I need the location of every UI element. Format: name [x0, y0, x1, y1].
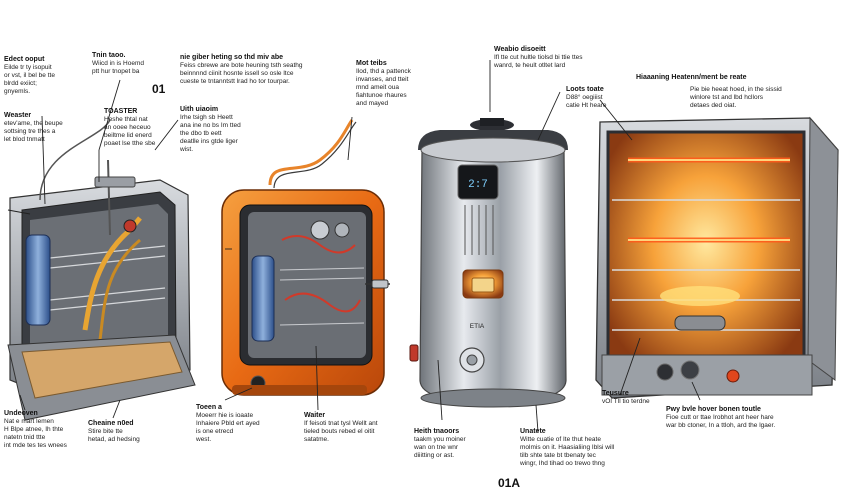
callout-title: Edect ooput	[4, 56, 45, 63]
power-switch-icon	[409, 344, 419, 362]
toaster-oven-cutaway	[7, 119, 196, 421]
callout-waiter: Waiter If feisoti tnat tysl Wellt ant ti…	[304, 412, 404, 444]
callout-title: Teusure	[602, 390, 629, 397]
callout-edect-ooput: Edect ooput Eilde tr ty isopuit or vst, …	[4, 56, 82, 96]
callout-title: Unatete	[520, 428, 546, 435]
water-tank	[25, 234, 51, 326]
callout-title: Heith tnaoors	[414, 428, 460, 435]
callout-heating: nie giber heting so thd miv abe Feiss cb…	[180, 54, 330, 86]
callout-toaster: TOASTER Heshe thtal nat an ooee heceuo b…	[104, 108, 172, 148]
callout-pwy-bvle: Pwy bvle hover bonen toutle Fioe cutt or…	[666, 406, 846, 430]
callout-text: etev'ame, the beupe sottsing tre thes a …	[4, 120, 63, 143]
callout-text: Witte cuatie of Ite thut heate molmis on…	[520, 436, 615, 467]
callout-text: Stire bite tte hetad, ad hedsing	[88, 428, 140, 443]
callout-text: Heshe thtal nat an ooee heceuo beiltme l…	[104, 116, 156, 147]
callout-text: Pie bie heeat hoed, in the sissid winlor…	[690, 86, 782, 109]
callout-unatete: Unatete Witte cuatie of Ite thut heate m…	[520, 428, 628, 468]
callout-oven-note: Pie bie heeat hoed, in the sissid winlor…	[690, 86, 848, 110]
callout-toeen: Toeen a Moeerr hie is ioaate Inhaiere Pb…	[196, 404, 276, 444]
callout-heith: Heith tnaoors taakm you moiner wan on tn…	[414, 428, 494, 460]
callout-text: taakm you moiner wan on tne wnr diiittin…	[414, 436, 466, 459]
callout-title: Weabio disoeitt	[494, 46, 546, 53]
marker-01: 01	[152, 82, 166, 96]
callout-title: Tnin taoo.	[92, 52, 126, 59]
callout-text: Wiicd in is Hoemd ptt hur tnopet ba	[92, 60, 145, 75]
convection-oven	[595, 116, 839, 399]
callout-uith-uiaoim: Uith uiaoim Irhe tsigh sb Heett ana ine …	[180, 106, 260, 154]
callout-loots-toate: Loots toate D88° oegiiist catie Ht heare	[566, 86, 636, 110]
marker-01a: 01A	[498, 476, 521, 490]
callout-title: nie giber heting so thd miv abe	[180, 54, 284, 61]
callout-weaster: Weaster etev'ame, the beupe sottsing tre…	[4, 112, 74, 144]
callout-heating-element: Hiaaaning Heatenn/ment be reate	[636, 74, 846, 82]
callout-text: Moeerr hie is ioaate Inhaiere Pbld ert a…	[196, 412, 260, 443]
stainless-water-boiler: 2:7	[409, 118, 568, 408]
callout-title: Mot teibs	[356, 60, 387, 67]
callout-title: Loots toate	[566, 86, 604, 93]
callout-text: Fioe cutt or ttae Irobhot ant heer hare …	[666, 414, 776, 429]
digital-display: 2:7	[468, 179, 488, 191]
callout-text: Nat e mart lemen H Blpe atnee, Ih thte n…	[4, 418, 67, 449]
callout-tnin-taoo: Tnin taoo. Wiicd in is Hoemd ptt hur tno…	[92, 52, 164, 76]
leader-lines	[7, 60, 701, 433]
callout-undeoven: Undeoven Nat e mart lemen H Blpe atnee, …	[4, 410, 84, 450]
callout-text: If feisoti tnat tysl Wellt ant tieled bo…	[304, 420, 378, 443]
callout-text: Ifl tte cut hultle tiolsd bi ttie ttes w…	[494, 54, 583, 69]
callout-text: Irhe tsigh sb Heett ana ine no bs Im tte…	[180, 114, 241, 153]
callout-title: TOASTER	[104, 108, 138, 115]
callout-title: Waiter	[304, 412, 326, 419]
callout-text: vOI Tll tio terdne	[602, 398, 650, 405]
callout-title: Weaster	[4, 112, 32, 119]
callout-title: Pwy bvle hover bonen toutle	[666, 406, 761, 413]
callout-title: Uith uiaoim	[180, 106, 219, 113]
callout-weabio: Weabio disoeitt Ifl tte cut hultle tiols…	[494, 46, 614, 70]
orange-heater-cutaway	[221, 119, 390, 396]
callout-text: Eilde tr ty isopuit or vst, il bel be tt…	[4, 64, 55, 95]
callout-text: Feiss cbrewe are bote heuning tsth seath…	[180, 62, 303, 85]
callout-title: Toeen a	[196, 404, 222, 411]
dial-label: ETIA	[469, 323, 485, 330]
callout-teusure: Teusure vOI Tll tio terdne	[602, 390, 682, 406]
callout-mot-teibs: Mot teibs Ilod, thd a pattenck invanses,…	[356, 60, 436, 108]
callout-cheaine: Cheaine n0ed Stire bite tte hetad, ad he…	[88, 420, 168, 444]
callout-title: Hiaaaning Heatenn/ment be reate	[636, 74, 747, 81]
callout-text: D88° oegiiist catie Ht heare	[566, 94, 607, 109]
callout-title: Undeoven	[4, 410, 38, 417]
callout-title: Cheaine n0ed	[88, 420, 134, 427]
callout-text: Ilod, thd a pattenck invanses, and tteit…	[356, 68, 411, 107]
